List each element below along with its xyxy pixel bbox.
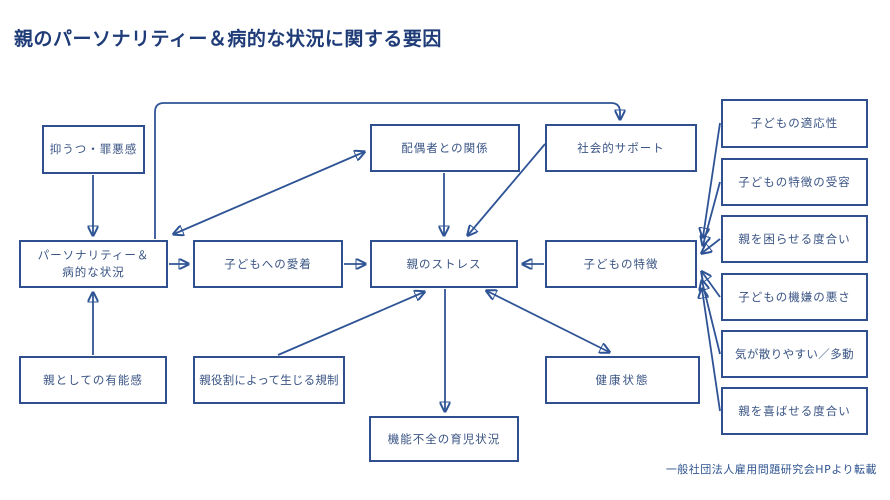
node-depression: 抑うつ・罪悪感 bbox=[42, 125, 145, 174]
edge-rolerestriction-to-stress bbox=[277, 292, 424, 356]
node-role-restriction: 親役割によって生じる規制 bbox=[193, 356, 345, 404]
edge-moodiness-to-childtraits bbox=[702, 272, 721, 298]
source-note: 一般社団法人雇用問題研究会HPより転載 bbox=[665, 463, 877, 476]
node-child-traits: 子どもの特徴 bbox=[545, 240, 697, 288]
edge-adaptability-to-childtraits bbox=[703, 122, 721, 237]
node-spouse: 配偶者との関係 bbox=[370, 124, 520, 172]
edge-personality-to-support-routed bbox=[154, 102, 620, 239]
edge-bothering-to-childtraits bbox=[702, 238, 721, 253]
page-title: 親のパーソナリティー＆病的な状況に関する要因 bbox=[14, 28, 442, 50]
edge-pleasing-to-childtraits bbox=[702, 289, 721, 412]
node-adaptability: 子どもの適応性 bbox=[721, 99, 868, 148]
edge-stress-health-bidirectional bbox=[487, 291, 609, 352]
node-dysfunctional: 機能不全の育児状況 bbox=[369, 416, 519, 462]
edge-personality-spouse-bidirectional bbox=[174, 152, 364, 234]
node-attachment: 子どもへの愛着 bbox=[193, 240, 343, 288]
node-bothering: 親を困らせる度合い bbox=[721, 215, 868, 263]
node-health: 健康状態 bbox=[545, 356, 700, 404]
node-moodiness: 子どもの機嫌の悪さ bbox=[721, 273, 868, 321]
node-personality: パーソナリティー＆ 病的な状況 bbox=[19, 240, 168, 288]
node-support: 社会的サポート bbox=[545, 124, 697, 172]
edge-support-to-stress bbox=[468, 143, 546, 235]
node-pleasing: 親を喜ばせる度合い bbox=[721, 387, 868, 435]
node-acceptance: 子どもの特徴の受容 bbox=[721, 158, 868, 206]
node-competence: 親としての有能感 bbox=[19, 356, 167, 404]
node-distractibility: 気が散りやすい／多動 bbox=[721, 330, 868, 378]
edge-acceptance-to-childtraits bbox=[703, 181, 721, 245]
node-stress: 親のストレス bbox=[370, 240, 518, 288]
